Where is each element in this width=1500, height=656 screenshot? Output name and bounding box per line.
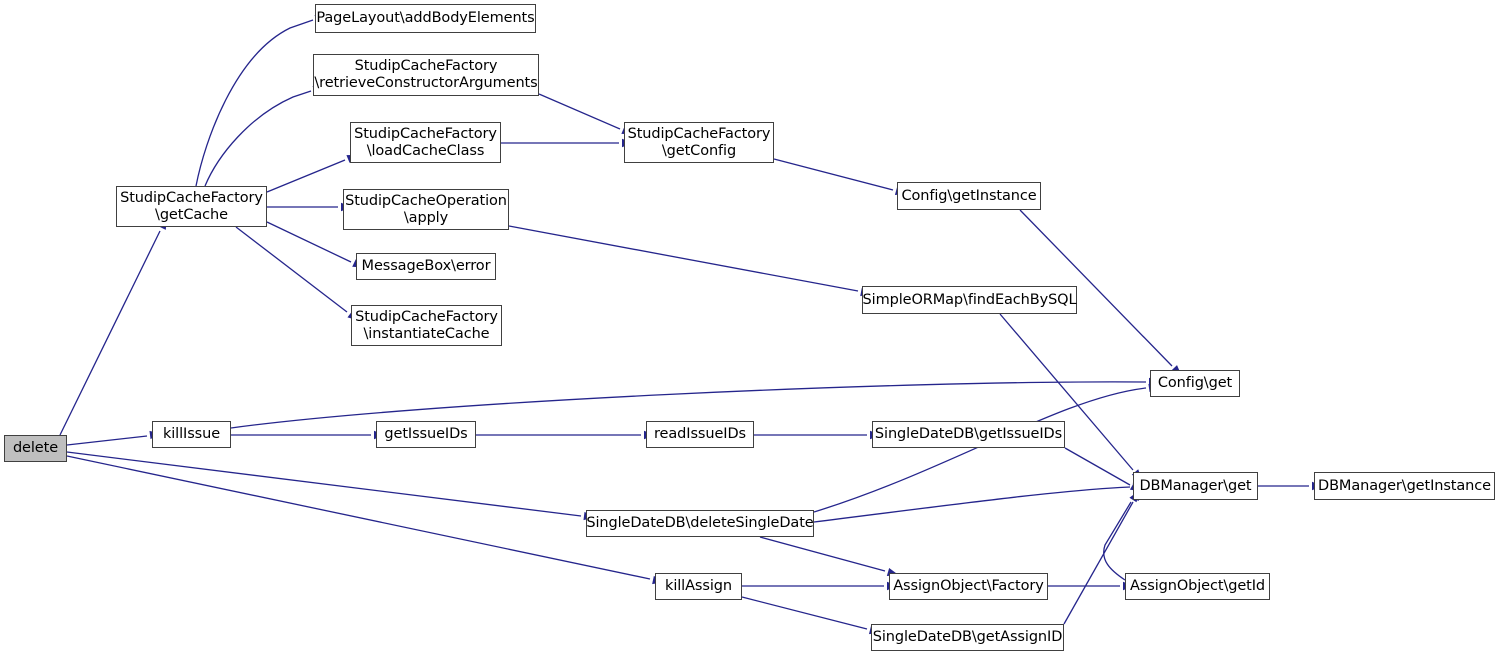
- graph-node-loadCacheClass[interactable]: StudipCacheFactory \loadCacheClass: [350, 122, 501, 163]
- graph-node-delete[interactable]: delete: [4, 435, 67, 462]
- graph-node-deleteSingleDate[interactable]: SingleDateDB\deleteSingleDate: [586, 510, 814, 537]
- graph-node-getCache[interactable]: StudipCacheFactory \getCache: [116, 186, 267, 227]
- graph-node-assignObjectGetId[interactable]: AssignObject\getId: [1125, 573, 1270, 600]
- graph-node-retrieveConstructorArguments[interactable]: StudipCacheFactory \retrieveConstructorA…: [313, 54, 539, 96]
- graph-node-label-instantiateCache: StudipCacheFactory \instantiateCache: [355, 308, 498, 342]
- graph-node-label-dbManagerGetInstance: DBManager\getInstance: [1318, 477, 1491, 494]
- graph-node-label-assignObjectFactory: AssignObject\Factory: [893, 578, 1044, 594]
- graph-node-configGetInstance[interactable]: Config\getInstance: [897, 182, 1041, 210]
- graph-node-configGet[interactable]: Config\get: [1150, 370, 1240, 397]
- graph-node-label-loadCacheClass: StudipCacheFactory \loadCacheClass: [354, 125, 497, 159]
- graph-node-getConfig[interactable]: StudipCacheFactory \getConfig: [624, 122, 774, 163]
- graph-node-assignObjectFactory[interactable]: AssignObject\Factory: [889, 573, 1048, 600]
- graph-node-label-singleDateDBGetIssueIDs: SingleDateDB\getIssueIDs: [874, 426, 1063, 442]
- graph-node-dbManagerGet[interactable]: DBManager\get: [1133, 472, 1258, 500]
- graph-node-label-configGetInstance: Config\getInstance: [901, 187, 1037, 204]
- graph-node-label-assignObjectGetId: AssignObject\getId: [1129, 578, 1266, 594]
- graph-node-label-getCache: StudipCacheFactory \getCache: [120, 189, 263, 223]
- graph-node-label-singleDateDBGetAssignID: SingleDateDB\getAssignID: [872, 629, 1063, 645]
- graph-node-singleDateDBGetAssignID[interactable]: SingleDateDB\getAssignID: [871, 624, 1064, 651]
- graph-node-label-applyOp: StudipCacheOperation \apply: [345, 192, 507, 226]
- graph-node-singleDateDBGetIssueIDs[interactable]: SingleDateDB\getIssueIDs: [872, 421, 1065, 448]
- graph-node-pageLayoutAddBodyElements[interactable]: PageLayout\addBodyElements: [315, 4, 536, 33]
- graph-node-applyOp[interactable]: StudipCacheOperation \apply: [343, 189, 509, 230]
- graph-node-label-configGet: Config\get: [1157, 375, 1233, 391]
- graph-node-killIssue[interactable]: killIssue: [152, 421, 231, 448]
- graph-node-simpleORMapFindEachBySQL[interactable]: SimpleORMap\findEachBySQL: [862, 286, 1077, 314]
- graph-node-messageBoxError[interactable]: MessageBox\error: [356, 253, 496, 280]
- graph-node-label-killIssue: killIssue: [162, 426, 221, 442]
- graph-node-label-pageLayoutAddBodyElements: PageLayout\addBodyElements: [316, 10, 535, 26]
- graph-node-label-getIssueIDs: getIssueIDs: [384, 426, 468, 442]
- graph-node-instantiateCache[interactable]: StudipCacheFactory \instantiateCache: [351, 305, 502, 346]
- graph-node-label-dbManagerGet: DBManager\get: [1139, 477, 1252, 494]
- graph-node-label-deleteSingleDate: SingleDateDB\deleteSingleDate: [586, 515, 814, 531]
- graph-node-label-retrieveConstructorArguments: StudipCacheFactory \retrieveConstructorA…: [314, 58, 538, 91]
- graph-node-label-getConfig: StudipCacheFactory \getConfig: [627, 125, 771, 159]
- graph-node-killAssign[interactable]: killAssign: [655, 573, 742, 600]
- graph-node-label-killAssign: killAssign: [665, 578, 732, 594]
- graph-node-label-readIssueIDs: readIssueIDs: [654, 426, 746, 442]
- graph-node-readIssueIDs[interactable]: readIssueIDs: [646, 421, 754, 448]
- graph-node-label-delete: delete: [12, 440, 59, 456]
- graph-node-label-messageBoxError: MessageBox\error: [361, 258, 491, 274]
- graph-node-dbManagerGetInstance[interactable]: DBManager\getInstance: [1314, 472, 1495, 500]
- graph-node-label-simpleORMapFindEachBySQL: SimpleORMap\findEachBySQL: [862, 291, 1077, 308]
- graph-node-getIssueIDs[interactable]: getIssueIDs: [376, 421, 476, 448]
